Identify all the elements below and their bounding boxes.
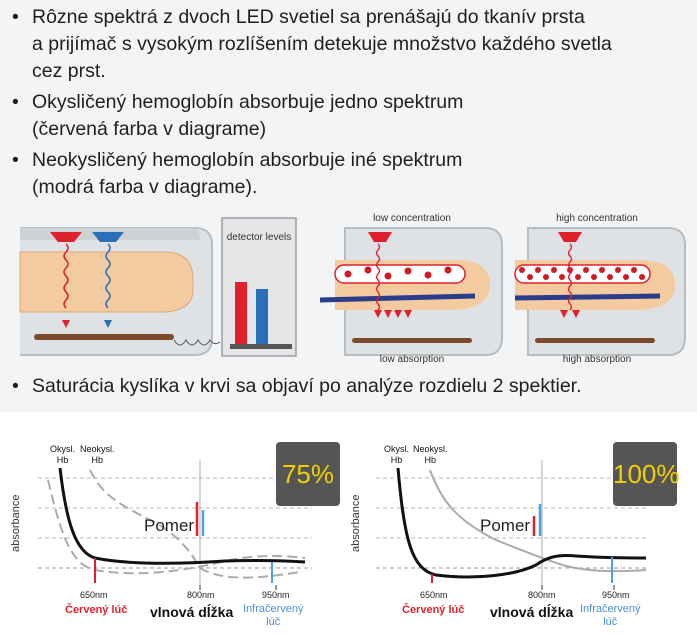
- low-concentration-panel: [319, 227, 503, 356]
- detector-blue-bar: [256, 289, 268, 344]
- low-absorption-label: low absorption: [380, 354, 444, 365]
- bullet-item-saturation: Saturácia kyslíka v krvi sa objaví po an…: [12, 373, 582, 400]
- detector-red-bar: [235, 282, 247, 344]
- tick-label: 950nm: [262, 590, 290, 600]
- x-axis-label: vlnová dĺžka: [150, 604, 234, 620]
- deoxy-curve-1: [89, 469, 301, 579]
- charts-area: [0, 412, 697, 636]
- photodetector: [34, 334, 174, 340]
- finger-clip-left: [19, 227, 221, 356]
- bullet-item: Okysličený hemoglobín absorbuje jedno sp…: [12, 89, 692, 143]
- oxy-curve: [58, 467, 306, 565]
- red-beam-label: Červený lúč: [402, 604, 465, 616]
- bullet-item: Rôzne spektrá z dvoch LED svetiel sa pre…: [12, 4, 692, 85]
- high-absorption-label: high absorption: [563, 354, 631, 365]
- tick-label: 650nm: [420, 590, 448, 600]
- y-axis-label: absorbance: [10, 494, 22, 553]
- ratio-label: Pomer: [144, 516, 195, 535]
- pulse-oximetry-diagram: detector levels low concentration low ab…: [19, 213, 686, 365]
- saturation-badge: 75%: [276, 442, 340, 506]
- ratio-label: Pomer: [480, 516, 531, 535]
- detector-label: detector levels: [227, 232, 291, 243]
- high-concentration-label: high concentration: [556, 213, 638, 224]
- chart-75-svg: [38, 460, 312, 590]
- high-concentration-panel: [514, 227, 686, 356]
- bullet-line: Neokysličený hemoglobín absorbuje iné sp…: [32, 149, 463, 171]
- deoxy-hb-label: Neokysl.Hb: [413, 444, 448, 465]
- low-concentration-label: low concentration: [373, 213, 451, 224]
- bullet-line: Rôzne spektrá z dvoch LED svetiel sa pre…: [32, 6, 585, 28]
- blue-led: [92, 232, 124, 242]
- tick-label: 650nm: [80, 590, 108, 600]
- bullet-line: cez prst.: [32, 60, 106, 82]
- red-led: [50, 232, 82, 242]
- detector-levels-box: [221, 217, 297, 357]
- oxy-hb-label: Okysl.Hb: [50, 444, 76, 465]
- deoxy-curve-2: [47, 479, 306, 575]
- bullet-line: (červená farba v diagrame): [32, 118, 267, 140]
- tick-label: 950nm: [602, 590, 630, 600]
- bullet-item: Neokysličený hemoglobín absorbuje iné sp…: [12, 147, 692, 201]
- saturation-badge: 100%: [613, 442, 680, 506]
- bullet-list: Rôzne spektrá z dvoch LED svetiel sa pre…: [12, 4, 692, 201]
- oxy-hb-label: Okysl.Hb: [384, 444, 410, 465]
- bullet-line: a prijímač s vysokým rozlíšením detekuje…: [32, 33, 612, 55]
- deoxy-hb-label: Neokysl.Hb: [80, 444, 115, 465]
- tick-label: 800nm: [187, 590, 215, 600]
- bullet-line: Okysličený hemoglobín absorbuje jedno sp…: [32, 91, 464, 113]
- oxy-curve: [396, 467, 647, 579]
- x-axis-label: vlnová dĺžka: [490, 604, 574, 620]
- deoxy-curve: [429, 469, 647, 573]
- chart-100-svg: [376, 460, 647, 590]
- red-beam-label: Červený lúč: [65, 604, 128, 616]
- bullet-line: (modrá farba v diagrame).: [32, 176, 258, 198]
- tick-label: 800nm: [528, 590, 556, 600]
- y-axis-label: absorbance: [350, 494, 362, 553]
